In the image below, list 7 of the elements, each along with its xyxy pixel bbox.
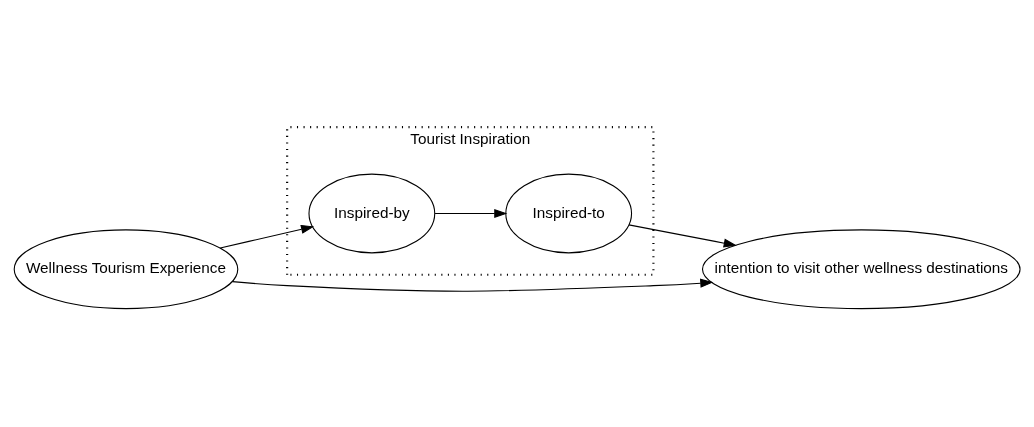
arrow	[219, 224, 315, 249]
arrow	[628, 224, 737, 248]
node-ellipse: Inspired-by	[308, 173, 436, 254]
node-ellipse: Wellness Tourism Experience	[13, 229, 239, 310]
node-ellipse: Inspired-to	[505, 173, 633, 254]
arrow	[434, 208, 508, 219]
arrow	[231, 278, 714, 292]
